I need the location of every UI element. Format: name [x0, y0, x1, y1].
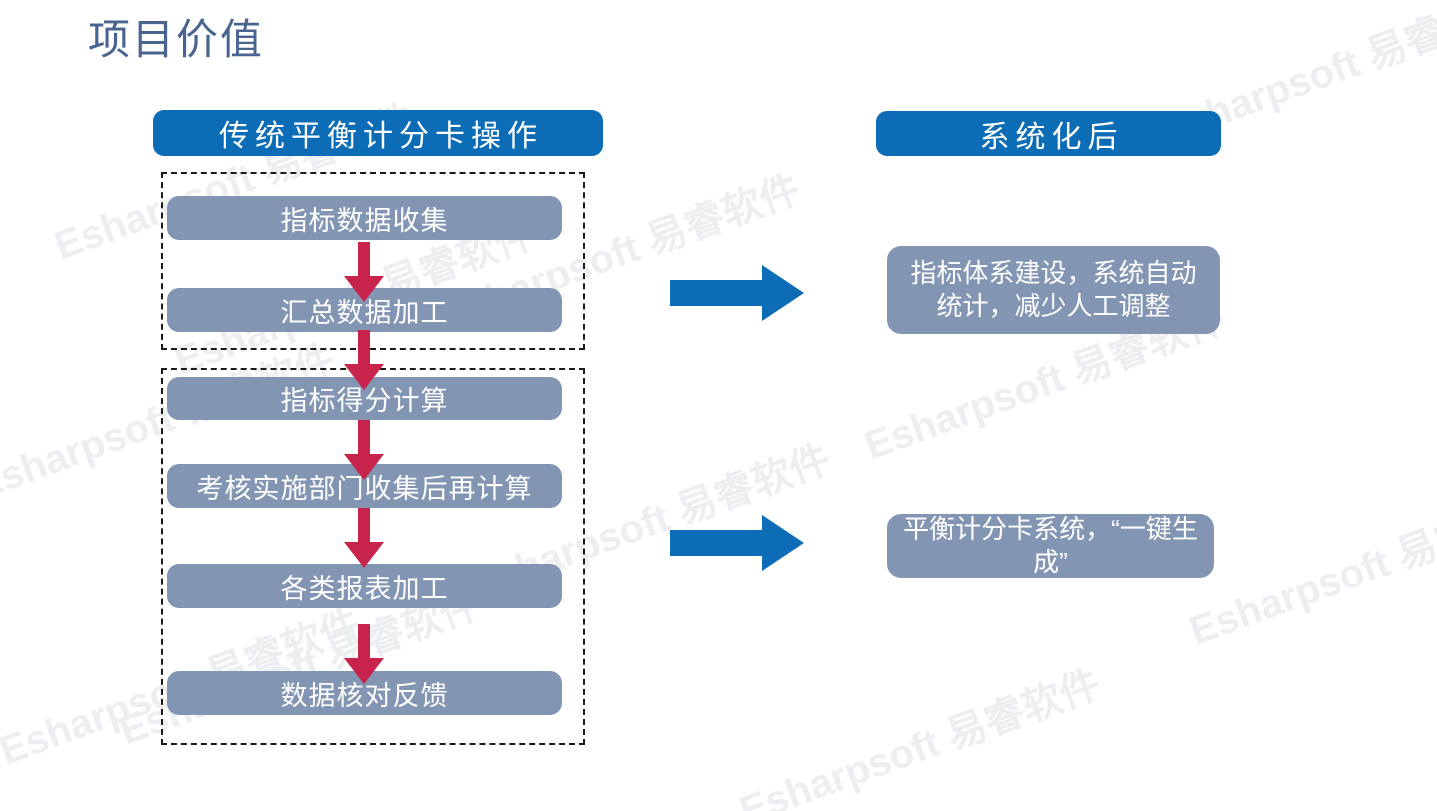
result-box-indicator-system: 指标体系建设，系统自动统计，减少人工调整	[887, 246, 1220, 334]
process-box-score-calculation: 指标得分计算	[167, 377, 562, 420]
watermark-text: Esharpsoft 易睿软件	[733, 662, 1107, 811]
result-box-bsc-system: 平衡计分卡系统，“一键生成”	[887, 514, 1214, 578]
process-box-collect-data: 指标数据收集	[167, 196, 562, 240]
arrow-right-icon	[670, 265, 804, 321]
process-box-aggregate-data: 汇总数据加工	[167, 288, 562, 332]
watermark-text: Esharpsoft 易睿软件	[1183, 482, 1437, 654]
process-box-report-processing: 各类报表加工	[167, 564, 562, 608]
process-box-data-verification-feedback: 数据核对反馈	[167, 671, 562, 715]
left-column-header: 传统平衡计分卡操作	[153, 110, 603, 156]
right-column-header: 系统化后	[876, 111, 1221, 156]
arrow-right-icon	[670, 515, 804, 571]
process-box-department-recalculation: 考核实施部门收集后再计算	[167, 464, 562, 508]
page-title: 项目价值	[88, 16, 265, 63]
